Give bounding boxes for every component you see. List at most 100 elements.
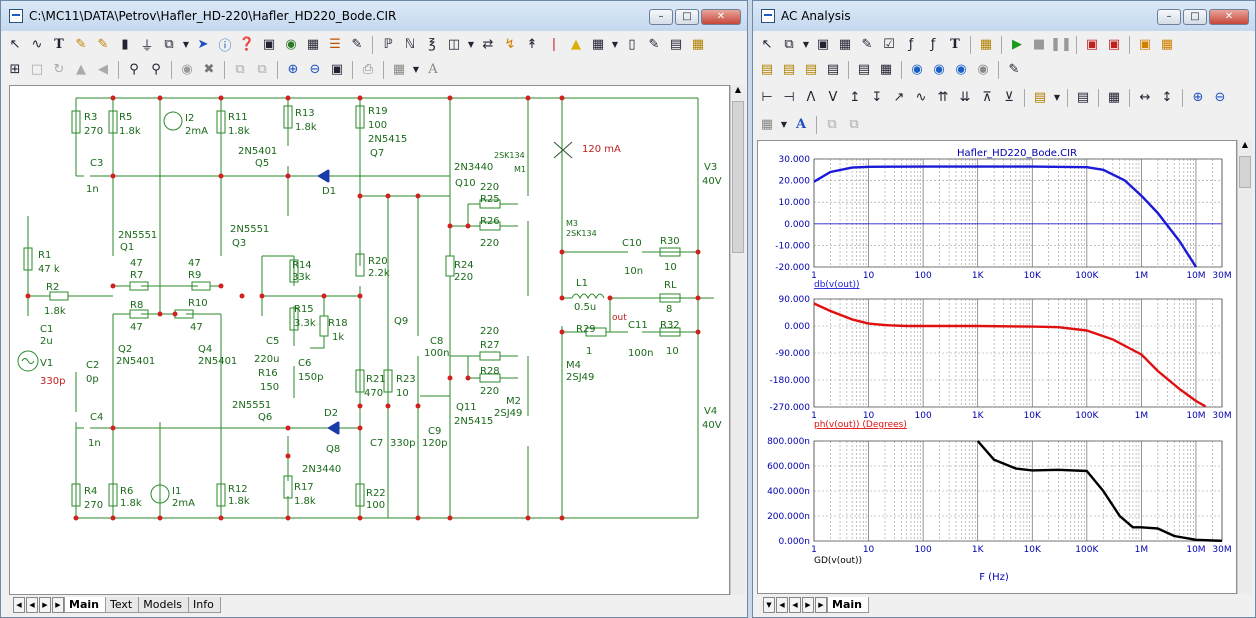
schematic-vertical-scrollbar[interactable]: ▲ [730,85,745,595]
flag-icon[interactable]: ➤ [197,37,209,52]
scale-edit-icon[interactable]: ✎ [861,37,873,52]
pin-connection-icon[interactable]: ❘ [548,37,560,52]
zoom-x-icon[interactable]: ↔ [1139,90,1151,105]
global-high-icon[interactable]: ⇈ [937,90,949,105]
grid-icon[interactable]: ▦ [591,37,605,52]
peak-icon[interactable]: Λ [806,90,816,105]
global-low-icon[interactable]: ⇊ [959,90,971,105]
chevron-down-icon[interactable]: ▼ [780,120,788,129]
ruler-icon[interactable]: ◉ [977,62,989,77]
tab-main[interactable]: Main [64,597,106,613]
maximize-button[interactable]: □ [1183,9,1207,25]
paste-block-icon[interactable]: ⧉ [849,117,859,132]
tab-text[interactable]: Text [104,597,140,613]
bottom-icon[interactable]: ⊻ [1004,90,1014,105]
scroll-thumb[interactable] [1239,156,1251,188]
cursor-right-icon[interactable]: ⊣ [783,90,795,105]
scroll-up-icon[interactable]: ▲ [734,85,742,94]
last-page-icon[interactable]: ▶ [52,597,64,613]
low-icon[interactable]: ↧ [871,90,883,105]
grid-h-icon[interactable]: ▤ [857,62,871,77]
chevron-down-icon[interactable]: ▼ [1053,93,1061,102]
node-numbers-icon[interactable]: ℙ [383,37,393,52]
paste-block-icon[interactable]: ⧉ [257,62,267,77]
find-next-icon[interactable]: ⚲ [151,62,161,77]
copy-icon[interactable]: ⧉ [784,37,794,52]
ground-icon[interactable]: ⏚ [140,39,154,54]
zoom-out-icon[interactable]: ⊖ [309,62,321,77]
calendar-icon[interactable]: ▦ [306,37,320,52]
pause-icon[interactable]: ❚❚ [1050,37,1072,52]
clipboard-icon[interactable]: ▤ [1033,90,1047,105]
wire-icon[interactable]: ∿ [31,37,43,52]
current-arrow-icon[interactable]: ⇄ [482,37,494,52]
scroll-thumb[interactable] [732,101,744,253]
prev-page-icon[interactable]: ◀ [26,597,38,613]
cancel-icon[interactable]: ✖ [203,62,215,77]
chevron-down-icon[interactable]: ▼ [467,40,475,49]
scale-grid-icon[interactable]: ▦ [838,37,852,52]
page-edit-icon[interactable]: ✎ [648,37,660,52]
list-icon[interactable]: ☰ [329,37,341,52]
pencil-icon[interactable]: ✎ [75,37,87,52]
plot-cols-icon[interactable]: ▤ [804,62,818,77]
help-icon[interactable]: ❓ [238,37,256,52]
first-page-icon[interactable]: ◀ [776,597,788,613]
info-icon[interactable]: ⓘ [218,39,232,54]
inflection-icon[interactable]: ∿ [915,90,927,105]
high-icon[interactable]: ↥ [849,90,861,105]
grid-layout-icon[interactable]: ▦ [392,62,406,77]
chevron-down-icon[interactable]: ▼ [182,40,190,49]
zoom-in-icon[interactable]: ⊕ [287,62,299,77]
copy-block-icon[interactable]: ⧉ [827,117,837,132]
find-icon[interactable]: ⚲ [129,62,139,77]
formula-x-icon[interactable]: ƒ [930,37,936,52]
close-button[interactable]: ✕ [1209,9,1249,25]
properties-icon[interactable]: ▦ [979,37,993,52]
text-tool-icon[interactable]: T [950,37,960,52]
run-icon[interactable]: ▶ [1012,37,1022,52]
cursor-left-icon[interactable]: ⊢ [761,90,773,105]
probe-icon[interactable]: ◉ [285,37,297,52]
maximize-button[interactable]: □ [675,9,699,25]
tab-models[interactable]: Models [138,597,189,613]
edit-icon[interactable]: ✎ [1008,62,1020,77]
power-icon[interactable]: ↯ [504,37,516,52]
plot-vertical-scrollbar[interactable]: ▲ [1237,140,1252,594]
grid-v-icon[interactable]: ▦ [879,62,893,77]
brush-icon[interactable]: ✎ [97,37,109,52]
component-icon[interactable]: ▮ [121,37,129,52]
scale-icon[interactable]: ▣ [816,37,830,52]
tokens-icon[interactable]: ◉ [933,62,945,77]
pin-icon[interactable]: ◫ [447,37,461,52]
stepping-off-icon[interactable]: ▣ [1107,37,1121,52]
first-page-icon[interactable]: ◀ [13,597,25,613]
next-page-icon[interactable]: ▶ [39,597,51,613]
last-page-icon[interactable]: ▶ [815,597,827,613]
undo-icon[interactable]: ◉ [181,62,193,77]
schematic-titlebar[interactable]: C:\MC11\DATA\Petrov\Hafler_HD-220\Hafler… [1,1,747,31]
top-icon[interactable]: ⊼ [982,90,992,105]
prev-page-icon[interactable]: ◀ [789,597,801,613]
tab-info[interactable]: Info [188,597,221,613]
check-icon[interactable]: ☑ [883,37,895,52]
stepping-icon[interactable]: ▣ [1085,37,1099,52]
chevron-down-icon[interactable]: ▼ [802,40,810,49]
rotate-icon[interactable]: ↻ [53,62,65,77]
next-page-icon[interactable]: ▶ [802,597,814,613]
minimize-button[interactable]: – [1157,9,1181,25]
numeric-output-icon[interactable]: ▤ [1076,90,1090,105]
data-points-icon[interactable]: ◉ [911,62,923,77]
stop-icon[interactable]: ■ [1032,37,1046,52]
frame-icon[interactable]: ▣ [1138,37,1152,52]
scroll-up-icon[interactable]: ▲ [1241,140,1249,149]
zoom-in-icon[interactable]: ⊕ [1192,90,1204,105]
flip-x-icon[interactable]: ▲ [76,62,86,77]
plot-rows-icon[interactable]: ▤ [782,62,796,77]
cursor-icon[interactable]: ◉ [955,62,967,77]
font-icon[interactable]: A [428,62,438,77]
align-icon[interactable]: ⊞ [9,62,21,77]
zoom-y-icon[interactable]: ↕ [1161,90,1173,105]
text-tool-icon[interactable]: T [54,37,64,52]
